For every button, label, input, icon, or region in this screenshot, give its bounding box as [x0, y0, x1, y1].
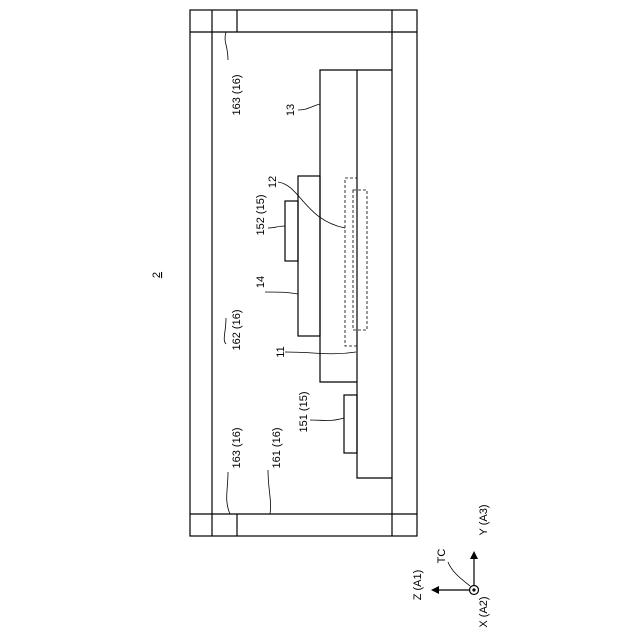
- component-14: [298, 176, 320, 336]
- label-13: 13: [285, 104, 297, 116]
- component-13: [320, 70, 392, 478]
- label-163-bottom: 163 (16): [231, 428, 243, 469]
- label-11: 11: [275, 346, 287, 357]
- label-151: 151 (15): [298, 392, 310, 433]
- label-14: 14: [255, 276, 267, 288]
- label-163-top: 163 (16): [231, 75, 243, 116]
- component-152: [285, 201, 298, 261]
- label-152: 152 (15): [255, 195, 267, 236]
- axis-label-x: X (A2): [478, 596, 490, 627]
- axis-label-tc: TC: [436, 549, 448, 564]
- axis-label-z: Z (A1): [412, 570, 424, 601]
- label-162: 162 (16): [231, 310, 243, 351]
- dashed-outline-12: [345, 178, 367, 346]
- label-12: 12: [267, 176, 279, 188]
- label-161: 161 (16): [271, 428, 283, 469]
- enclosure: [190, 10, 417, 536]
- component-151: [344, 395, 357, 453]
- label-figure-ref: 2: [151, 272, 163, 278]
- axis-label-y: Y (A3): [478, 505, 490, 536]
